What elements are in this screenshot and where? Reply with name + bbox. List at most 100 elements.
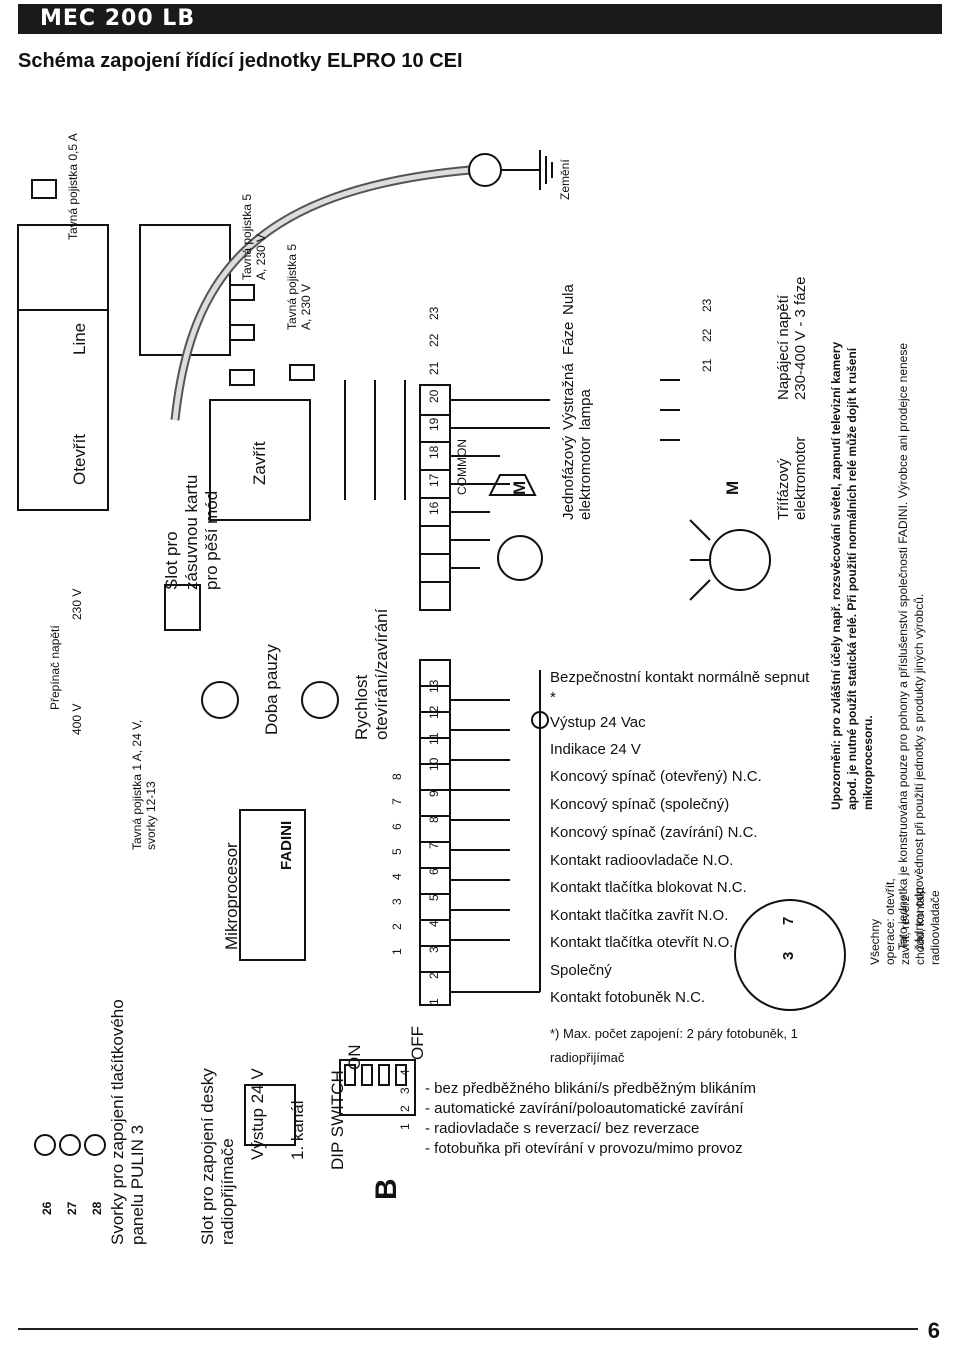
- page-number: 6: [927, 1318, 940, 1343]
- terminal-19: 19: [427, 417, 441, 431]
- dip-small-2: 2: [398, 1105, 412, 1112]
- line-label: Line: [70, 322, 89, 355]
- fuse-1a-label: Tavná pojistka 1 A, 24 V, svorky 12-13: [130, 719, 158, 850]
- dip-number-8: 8: [390, 773, 404, 780]
- motor-m-label-3ph: M: [723, 480, 742, 495]
- terminal-20: 20: [427, 389, 441, 403]
- common-label: COMMON: [455, 439, 469, 495]
- off-label: OFF: [408, 1026, 427, 1060]
- terminal-7: 7: [427, 842, 441, 849]
- legend-item-6: Koncový spínač (zavírání) N.C.: [550, 824, 758, 841]
- voltage-switch-label: Přepínač napětí: [48, 625, 62, 710]
- microprocessor-chip: [239, 809, 306, 961]
- 230v-label: 230 V: [70, 588, 84, 620]
- terminal-6: 6: [427, 868, 441, 875]
- terminal-23: 23: [427, 306, 441, 320]
- dip-small-3: 3: [398, 1087, 412, 1094]
- wiring-diagram: [17, 150, 846, 1156]
- single-phase-motor-symbol: [497, 535, 543, 581]
- pause-time-label: Doba pauzy: [262, 644, 281, 735]
- lamp-symbol: [531, 711, 549, 729]
- fuse-05a-label: Tavná pojistka 0,5 A: [66, 133, 80, 240]
- terminal-13: 13: [427, 679, 441, 693]
- terminal-16: 16: [427, 501, 441, 515]
- terminal-27: 27: [65, 1201, 79, 1215]
- warning-lamp-symbol: [488, 474, 537, 496]
- bottom-rule: [18, 1328, 918, 1330]
- terminal-22: 22: [427, 333, 441, 347]
- pulin-terminals-label: Svorky pro zapojení tlačítkového panelu …: [108, 999, 147, 1245]
- dip-small-4: 4: [398, 1069, 412, 1076]
- open-label: Otevřít: [70, 433, 89, 485]
- channel1-label: 1. kanál: [288, 1100, 307, 1160]
- terminal-18: 18: [427, 445, 441, 459]
- three-phase-motor-symbol: [709, 529, 771, 591]
- single-phase-motor-label: Jednofázový elektromotor: [560, 435, 594, 520]
- phase-label: Fáze: [560, 321, 577, 355]
- power-cable: [170, 165, 471, 421]
- dip-number-4: 4: [390, 873, 404, 880]
- small-terminal-3: 3: [780, 951, 797, 960]
- warning-note: Upozornění: pro zvláštní účely např. roz…: [829, 341, 875, 810]
- terminal-3ph-21: 21: [700, 358, 714, 372]
- radio-slot-label: Slot pro zapojení desky radiopřijímače: [198, 1068, 237, 1245]
- slot-card-label: Slot pro zásuvnou kartu pro pěší mód: [162, 474, 221, 590]
- neutral-label: Nula: [560, 284, 577, 315]
- earth-label: Zemění: [558, 159, 572, 200]
- dip-mode-3: - radiovladače s reverzací/ bez reverzac…: [425, 1120, 700, 1137]
- terminal-17: 17: [427, 473, 441, 487]
- dip-number-1: 1: [390, 948, 404, 955]
- speed-label: Rychlost otevírání/zavírání: [352, 608, 391, 740]
- all-ops-note: Všechny operace: otevřít, zavřít, reverz…: [868, 878, 942, 965]
- close-relay-box: [209, 399, 311, 521]
- terminal-3: 3: [427, 946, 441, 953]
- legend-item-3: Indikace 24 V: [550, 741, 641, 758]
- dip-b-label: B: [370, 1178, 403, 1200]
- legend-item-12: Kontakt fotobuněk N.C.: [550, 989, 706, 1006]
- dip-number-2: 2: [390, 923, 404, 930]
- header-title: MEC 200 LB: [40, 6, 196, 31]
- three-phase-motor-label: Třífázový elektromotor: [775, 436, 809, 520]
- terminal-5: 5: [427, 894, 441, 901]
- terminal-9: 9: [427, 790, 441, 797]
- dip-mode-2: - automatické zavírání/poloautomatické z…: [425, 1100, 744, 1117]
- legend-item-10: Kontakt tlačítka otevřít N.O.: [550, 934, 734, 951]
- footnote: *) Max. počet zapojení: 2 páry fotobuněk…: [550, 1026, 798, 1065]
- microprocessor-label: Mikroprocesor: [222, 842, 241, 950]
- legend-item-9: Kontakt tlačítka zavřít N.O.: [550, 907, 729, 924]
- earth-connector: [468, 153, 502, 187]
- small-terminal-7: 7: [780, 916, 797, 925]
- terminal-26: 26: [40, 1201, 54, 1215]
- output-24v-label: Výstup 24 V: [248, 1068, 267, 1160]
- terminal-4: 4: [427, 920, 441, 927]
- dip-number-3: 3: [390, 898, 404, 905]
- terminal-11: 11: [427, 732, 441, 745]
- dip-switch-label: DIP SWITCH: [328, 1070, 347, 1170]
- close-label: Zavřít: [250, 441, 269, 485]
- terminal-28: 28: [90, 1201, 104, 1215]
- terminal-10: 10: [427, 757, 441, 771]
- fuse-5a-label-1: Tavná pojistka 5 A, 230 V: [240, 193, 268, 280]
- legend-item-7: Kontakt radioovladače N.O.: [550, 852, 734, 869]
- legend-item-5: Koncový spínač (společný): [550, 796, 730, 813]
- line-relay-box: [17, 309, 109, 511]
- fuse-5a-label-2: Tavná pojistka 5 A, 230 V: [285, 243, 313, 330]
- terminal-8: 8: [427, 816, 441, 823]
- supply-label: Napájecí napětí 230-400 V - 3 fáze: [775, 276, 809, 400]
- terminal-3ph-22: 22: [700, 328, 714, 342]
- legend-item-4: Koncový spínač (otevřený) N.C.: [550, 768, 762, 785]
- legend-item-1: Bezpečnostní kontakt normálně sepnut *: [550, 669, 810, 706]
- fadini-logo: FADINI: [278, 820, 295, 870]
- terminal-12: 12: [427, 705, 441, 719]
- dip-mode-1: - bez předběžného blikání/s předběžným b…: [425, 1080, 757, 1097]
- dip-number-7: 7: [390, 798, 404, 805]
- dip-number-5: 5: [390, 848, 404, 855]
- warning-lamp-label: Výstražná lampa: [560, 363, 594, 430]
- dip-number-6: 6: [390, 823, 404, 830]
- on-label: ON: [345, 1044, 364, 1071]
- legend-item-2: Výstup 24 Vac: [550, 714, 646, 731]
- motor-m-label: M: [510, 480, 529, 495]
- page-title: Schéma zapojení řídící jednotky ELPRO 10…: [18, 50, 463, 72]
- header-bar: [18, 4, 942, 34]
- disclaimer-note: Tato jednotka je konstruována pouze pro …: [896, 342, 926, 950]
